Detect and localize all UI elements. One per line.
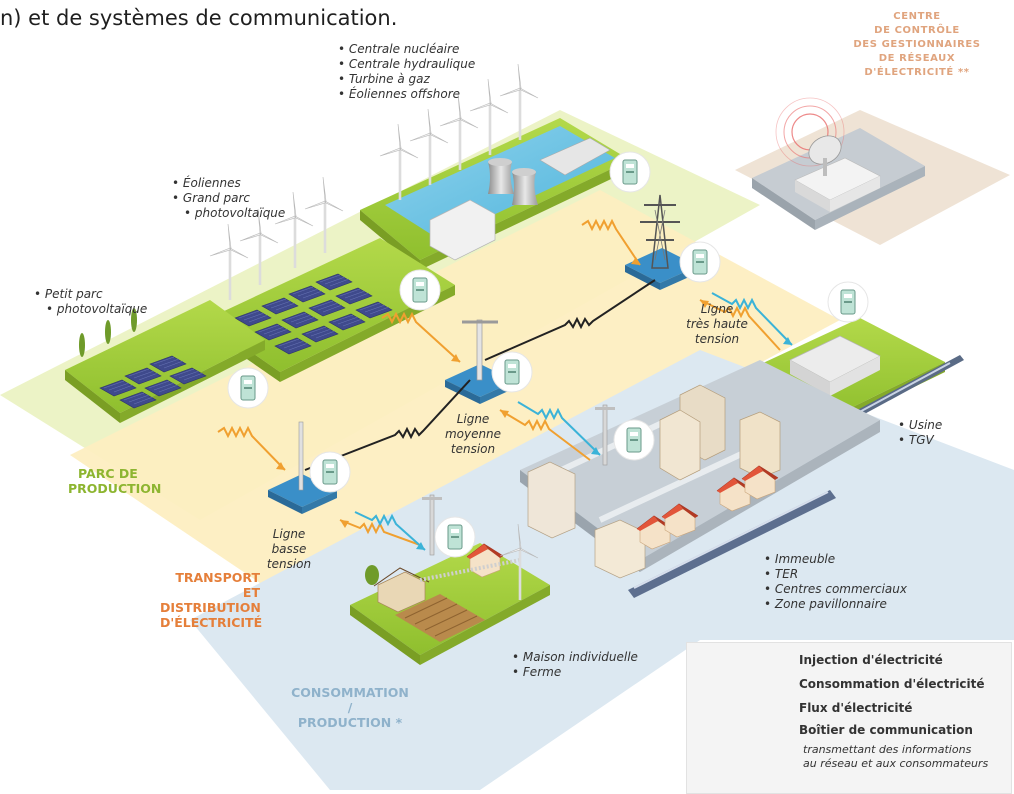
control-center-line: DE CONTRÔLE [874,25,960,36]
consumption-arrows [354,292,793,551]
big-production-list: Centrale nucléaire Centrale hydraulique … [338,42,475,102]
list-item: Maison individuelle [512,650,638,665]
list-item-continued: photovoltaïque [34,302,147,317]
list-item: Centrale hydraulique [338,57,475,72]
line-label-part: Ligne [272,527,306,541]
header-text: n) et de systèmes de communication. [0,6,398,30]
big-production-site [360,63,630,270]
zone-line: PRODUCTION [68,481,162,496]
list-item: Ferme [512,665,638,680]
control-center-line: D'ÉLECTRICITÉ ** [864,67,970,78]
control-center-line: DE RÉSEAUX [878,53,956,64]
legend-box-desc: transmettant des informations [803,743,972,756]
list-item: Petit parc [34,287,147,302]
line-label-part: tension [694,332,740,346]
list-item: Éoliennes [172,176,285,191]
factory-list: Usine TGV [898,418,942,448]
list-item: TER [764,567,907,582]
list-item: Centrale nucléaire [338,42,475,57]
zone-line: PARC DE [78,466,138,481]
zone-line: TRANSPORT ET [175,570,260,600]
line-label-part: basse [271,542,307,556]
low-voltage-label: Ligne basse tension [254,527,324,572]
line-label-part: Ligne [700,302,734,316]
list-item: Centres commerciaux [764,582,907,597]
very-high-voltage-label: Ligne très haute tension [682,302,752,347]
list-item: Usine [898,418,942,433]
list-item: Éoliennes offshore [338,87,475,102]
very-high-voltage-pylon [625,194,698,290]
legend-box-desc: au réseau et aux consommateurs [803,757,989,770]
zone-production-label: PARC DE PRODUCTION [68,466,161,496]
line-label-part: tension [450,442,496,456]
list-item: TGV [898,433,942,448]
farm-site [350,523,550,665]
control-center-site [752,97,925,230]
zone-line: D'ÉLECTRICITÉ [160,615,263,630]
line-label-part: Ligne [456,412,490,426]
medium-voltage-label: Ligne moyenne tension [438,412,508,457]
list-item: Zone pavillonnaire [764,597,907,612]
zone-line: PRODUCTION * [297,715,403,730]
zone-line: DISTRIBUTION [160,600,261,615]
list-item: Turbine à gaz [338,72,475,87]
legend-injection: Injection d'électricité [799,653,943,667]
legend-box-title: Boîtier de communication [799,723,973,737]
list-item: Immeuble [764,552,907,567]
small-production-list: Petit parc photovoltaïque [34,287,147,317]
control-center-label: CENTRE DE CONTRÔLE DES GESTIONNAIRES DE … [842,10,992,80]
line-label-part: très haute [686,317,748,331]
low-voltage-pylon [268,421,337,514]
legend: Injection d'électricité Consommation d'é… [686,642,1012,794]
list-item: Grand parc [172,191,285,206]
electricity-flux-lines [304,279,656,471]
control-center-line: DES GESTIONNAIRES [853,39,981,50]
farm-list: Maison individuelle Ferme [512,650,638,680]
list-item-continued: photovoltaïque [172,206,285,221]
legend-consumption: Consommation d'électricité [799,677,985,691]
zone-consumption-label: CONSOMMATION / PRODUCTION * [290,685,410,730]
zone-line: CONSOMMATION [291,685,409,700]
city-list: Immeuble TER Centres commerciaux Zone pa… [764,552,907,612]
city-site [520,360,880,598]
injection-arrows [217,218,781,546]
medium-production-list: Éoliennes Grand parc photovoltaïque [172,176,285,221]
legend-flux: Flux d'électricité [799,701,913,715]
zone-line: / [347,700,353,715]
line-label-part: tension [266,557,312,571]
line-label-part: moyenne [444,427,502,441]
zone-transport-label: TRANSPORT ET DISTRIBUTION D'ÉLECTRICITÉ [160,570,263,630]
small-production-site [65,300,265,423]
control-center-line: CENTRE [893,11,941,22]
